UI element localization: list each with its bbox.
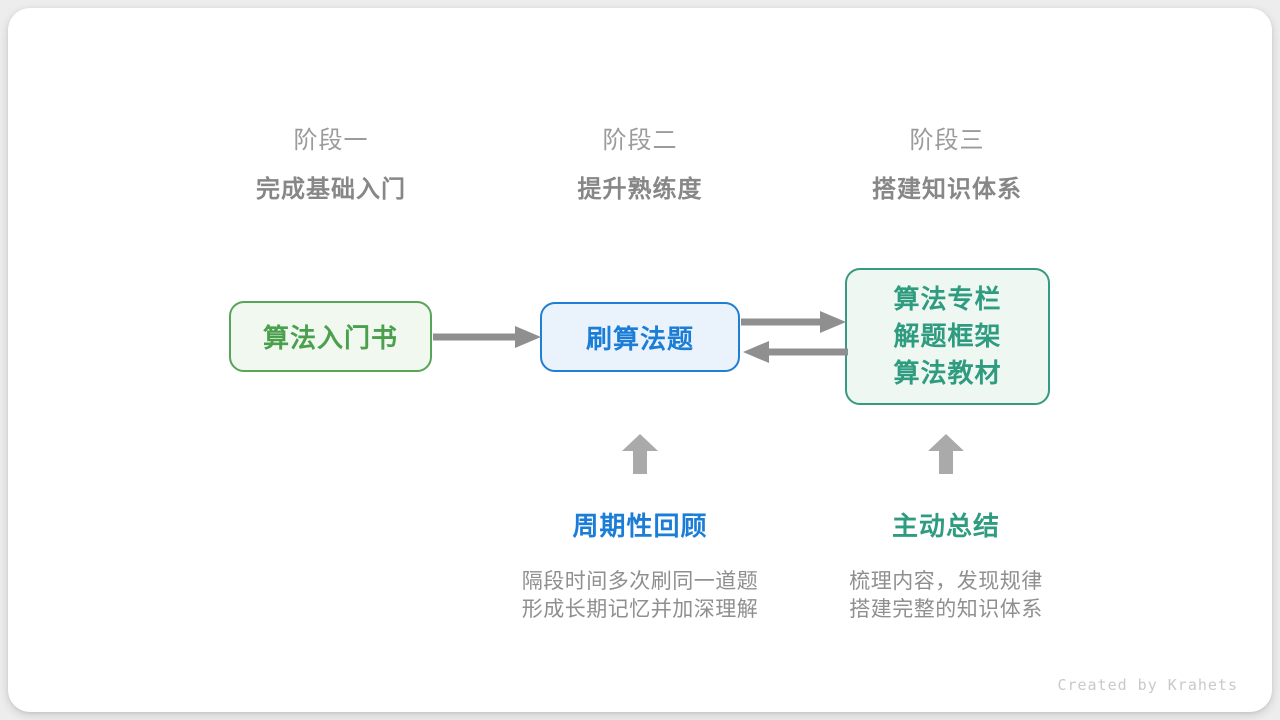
annotation-desc-line-1: 梳理内容，发现规律 — [849, 570, 1043, 593]
annotation-desc-line-2: 形成长期记忆并加深理解 — [521, 598, 759, 621]
arrow-up-icon — [622, 434, 658, 474]
annotation-label: 周期性回顾 — [572, 511, 708, 541]
stage-1-label: 阶段一 — [293, 127, 369, 154]
stage-2-label: 阶段二 — [602, 127, 678, 154]
annotation-description: 梳理内容，发现规律 搭建完整的知识体系 — [786, 568, 1106, 624]
stage-2-subtitle: 提升熟练度 — [577, 176, 703, 203]
annotation-periodic-review: 周期性回顾 隔段时间多次刷同一道题 形成长期记忆并加深理解 — [480, 511, 800, 624]
stage-3-subtitle: 搭建知识体系 — [872, 176, 1022, 203]
node-algorithm-intro-book: 算法入门书 — [229, 301, 432, 372]
stage-3-header: 阶段三 搭建知识体系 — [797, 127, 1097, 204]
arrow-up-icon — [928, 434, 964, 474]
node-knowledge-resources: 算法专栏 解题框架 算法教材 — [845, 268, 1050, 405]
stage-1-subtitle: 完成基础入门 — [256, 176, 406, 203]
stage-3-label: 阶段三 — [909, 127, 985, 154]
node-practice-problems: 刷算法题 — [540, 302, 740, 372]
annotation-description: 隔段时间多次刷同一道题 形成长期记忆并加深理解 — [480, 568, 800, 624]
arrow-left-icon — [743, 341, 848, 363]
arrow-right-icon — [433, 326, 541, 348]
annotation-label: 主动总结 — [891, 511, 1000, 541]
annotation-desc-line-1: 隔段时间多次刷同一道题 — [521, 570, 759, 593]
arrow-right-icon — [741, 311, 846, 333]
node-line-1: 算法专栏 — [893, 284, 1002, 314]
annotation-desc-line-2: 搭建完整的知识体系 — [849, 598, 1043, 621]
node-title: 算法入门书 — [262, 323, 398, 353]
stage-1-header: 阶段一 完成基础入门 — [181, 127, 481, 204]
node-line-2: 解题框架 — [893, 321, 1002, 351]
credit-text: Created by Krahets — [1057, 676, 1238, 694]
stage-2-header: 阶段二 提升熟练度 — [490, 127, 790, 204]
node-title: 刷算法题 — [585, 323, 694, 354]
annotation-active-summary: 主动总结 梳理内容，发现规律 搭建完整的知识体系 — [786, 511, 1106, 624]
node-line-3: 算法教材 — [893, 358, 1002, 388]
